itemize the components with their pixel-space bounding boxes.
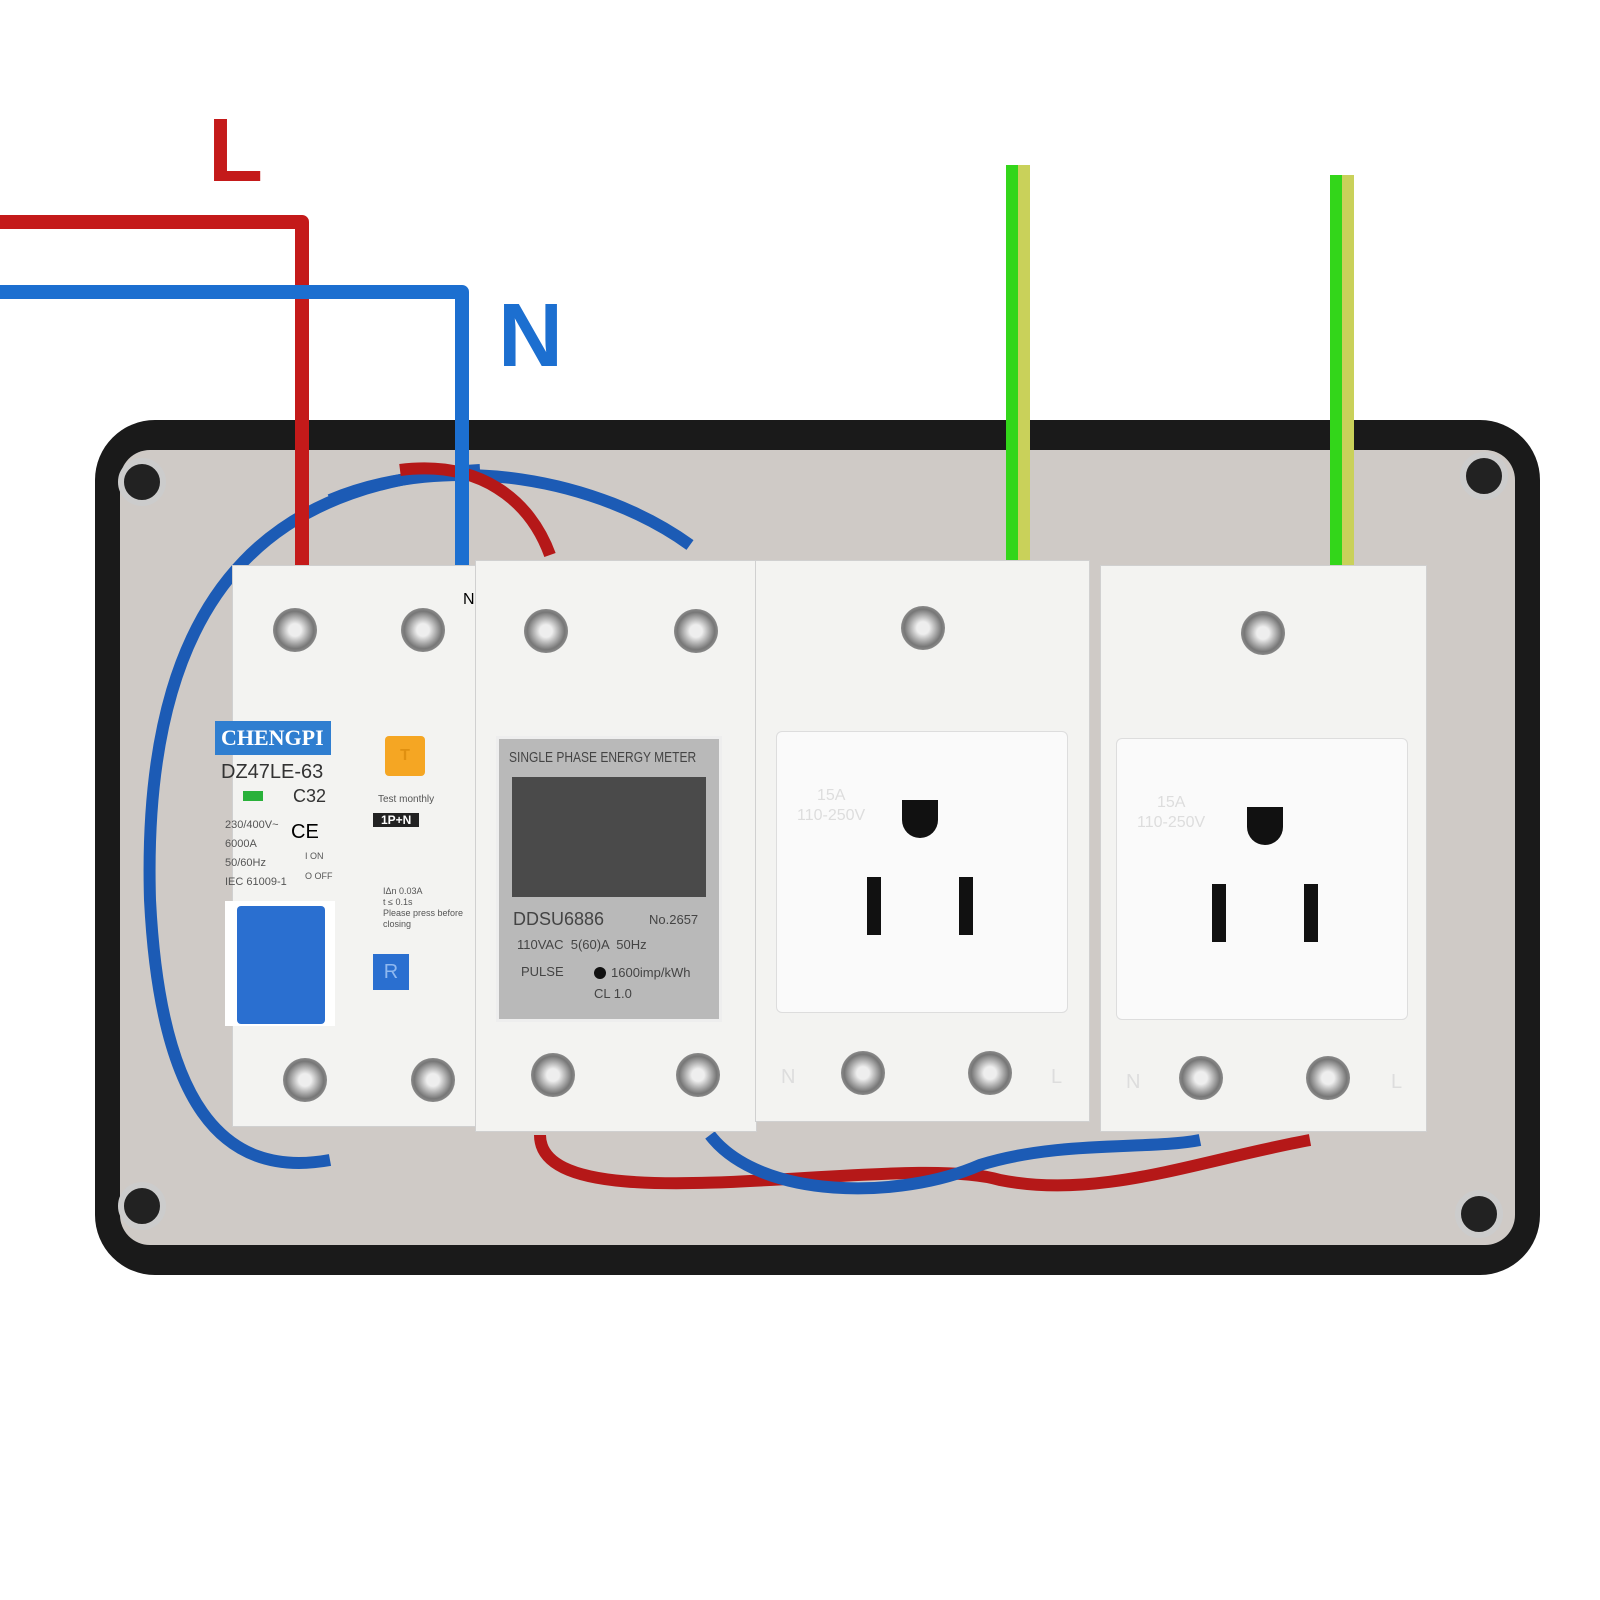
socket-rating: 15A bbox=[817, 787, 846, 804]
ce-mark: CE bbox=[291, 821, 319, 843]
terminal-label: N bbox=[1126, 1071, 1141, 1093]
terminal-screw bbox=[676, 1053, 720, 1097]
terminal-screw bbox=[1306, 1056, 1350, 1100]
spec-text: 50/60Hz bbox=[225, 857, 266, 869]
trip-time: t ≤ 0.1s bbox=[383, 897, 413, 907]
earth-pin-slot bbox=[1247, 807, 1283, 845]
terminal-label: L bbox=[1051, 1066, 1063, 1088]
terminal-screw bbox=[841, 1051, 885, 1095]
pin-slot bbox=[959, 877, 973, 935]
mount-hole bbox=[1460, 452, 1508, 500]
pulse-led bbox=[594, 967, 606, 979]
earth-screw bbox=[901, 606, 945, 650]
meter-serial: No.2657 bbox=[649, 912, 699, 927]
off-label: O OFF bbox=[305, 871, 333, 881]
note-text: Please press before closing bbox=[383, 908, 464, 929]
meter-ratings: 110VAC 5(60)A 50Hz bbox=[517, 937, 647, 952]
trip-text: IΔn 0.03A bbox=[383, 886, 423, 896]
socket-voltage: 110-250V bbox=[797, 807, 866, 824]
neutral-wire bbox=[0, 285, 469, 565]
brand-logo: CHENGPI bbox=[215, 721, 331, 755]
rating-text: C32 bbox=[293, 786, 327, 806]
accuracy-class: CL 1.0 bbox=[594, 986, 632, 1001]
model-text: DZ47LE-63 bbox=[221, 761, 324, 783]
reset-button[interactable]: R bbox=[373, 954, 409, 990]
spec-text: IEC 61009-1 bbox=[225, 876, 287, 888]
meter-panel: SINGLE PHASE ENERGY METER DDSU6886 No.26… bbox=[496, 736, 722, 1022]
terminal-screw bbox=[273, 608, 317, 652]
pulse-label: PULSE bbox=[521, 964, 564, 979]
test-button[interactable]: T bbox=[385, 736, 425, 776]
socket-rating: 15A bbox=[1157, 794, 1186, 811]
earth-wire-green bbox=[1006, 165, 1018, 560]
earth-pin-slot bbox=[902, 800, 938, 838]
terminal-screw bbox=[674, 609, 718, 653]
line-wire bbox=[0, 215, 309, 565]
energy-meter: SINGLE PHASE ENERGY METER DDSU6886 No.26… bbox=[475, 560, 757, 1132]
on-label: I ON bbox=[305, 851, 324, 861]
terminal-screw bbox=[524, 609, 568, 653]
mount-hole bbox=[1455, 1190, 1503, 1238]
spec-text: 230/400V~ bbox=[225, 819, 279, 831]
mount-hole bbox=[118, 458, 166, 506]
terminal-label: N bbox=[781, 1066, 796, 1088]
earth-wire-green bbox=[1330, 175, 1342, 565]
mount-hole bbox=[118, 1182, 166, 1230]
socket-module-1: 15A 110-250V N L bbox=[755, 560, 1090, 1122]
breaker-toggle[interactable] bbox=[237, 906, 325, 1024]
pin-slot bbox=[1304, 884, 1318, 942]
earth-wire-yellow bbox=[1018, 165, 1030, 560]
line-label: L bbox=[208, 101, 263, 201]
earth-wire-yellow bbox=[1342, 175, 1354, 565]
terminal-label: L bbox=[1391, 1071, 1403, 1093]
rcbo-breaker: N CHENGPI DZ47LE-63 C32 230/400V~ 6000A … bbox=[215, 565, 496, 1127]
meter-model: DDSU6886 bbox=[513, 909, 605, 929]
socket-voltage: 110-250V bbox=[1137, 814, 1206, 831]
status-indicator bbox=[243, 791, 263, 801]
spec-text: 6000A bbox=[225, 838, 257, 850]
outlet-face: 15A 110-250V bbox=[776, 731, 1068, 1013]
meter-title: SINGLE PHASE ENERGY METER bbox=[509, 749, 697, 766]
pin-slot bbox=[867, 877, 881, 935]
terminal-screw bbox=[968, 1051, 1012, 1095]
toggle-housing bbox=[225, 901, 335, 1026]
terminal-screw bbox=[283, 1058, 327, 1102]
terminal-screw bbox=[401, 608, 445, 652]
poles-badge: 1P+N bbox=[373, 813, 420, 827]
neutral-label: N bbox=[498, 286, 563, 386]
terminal-screw bbox=[531, 1053, 575, 1097]
terminal-screw bbox=[1179, 1056, 1223, 1100]
test-label: Test monthly bbox=[378, 794, 435, 805]
pulse-rate: 1600imp/kWh bbox=[611, 965, 691, 980]
terminal-label: N bbox=[463, 591, 475, 608]
socket-module-2: 15A 110-250V N L bbox=[1100, 565, 1427, 1132]
lcd-display bbox=[512, 777, 706, 897]
terminal-screw bbox=[411, 1058, 455, 1102]
outlet-face: 15A 110-250V bbox=[1116, 738, 1408, 1020]
earth-screw bbox=[1241, 611, 1285, 655]
pin-slot bbox=[1212, 884, 1226, 942]
